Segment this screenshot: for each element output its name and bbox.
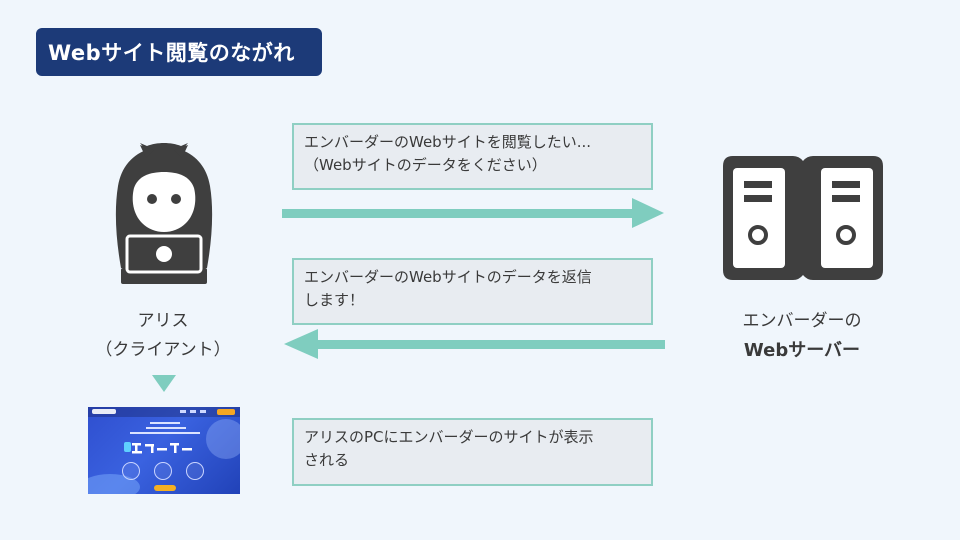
thumbnail-logo-mark — [124, 442, 131, 452]
thumbnail-nav-link — [180, 410, 186, 413]
page-title: Webサイト閲覧のながれ — [36, 28, 322, 76]
laptop-logo-dot — [156, 246, 172, 262]
server-label-line2: Webサーバー — [743, 340, 861, 361]
server-icon — [723, 156, 883, 280]
server-label-line1: エンバーダーの — [742, 311, 862, 331]
thumbnail-text-line — [130, 432, 200, 434]
thumbnail-planet-shape — [206, 419, 240, 459]
arrow-to-client — [284, 329, 665, 359]
thumbnail-badge — [122, 462, 140, 480]
client-label: アリス （クライアント） — [88, 307, 238, 365]
thumbnail-text-line — [146, 427, 186, 429]
request-message-box: エンバーダーのWebサイトを閲覧したい... （Webサイトのデータをください） — [292, 123, 653, 190]
thumbnail-text-line — [150, 422, 180, 424]
eye-left — [147, 194, 157, 204]
thumbnail-badge — [186, 462, 204, 480]
thumbnail-nav-button — [217, 409, 235, 415]
client-name: アリス — [137, 311, 189, 331]
thumbnail-badge — [154, 462, 172, 480]
client-role: （クライアント） — [95, 340, 231, 360]
thumbnail-nav-logo — [92, 409, 116, 414]
thumbnail-navbar — [88, 407, 240, 417]
eye-right — [171, 194, 181, 204]
face-shape — [132, 172, 196, 232]
thumbnail-nav-link — [200, 410, 206, 413]
thumbnail-cta-button — [154, 485, 176, 491]
thumbnail-logo-wordmark — [132, 443, 192, 454]
thumbnail-nav-link — [190, 410, 196, 413]
display-message-box: アリスのPCにエンバーダーのサイトが表示 される — [292, 418, 653, 486]
response-message-box: エンバーダーのWebサイトのデータを返信 します！ — [292, 258, 653, 325]
website-screenshot-thumbnail — [88, 407, 240, 494]
server-label: エンバーダーの Webサーバー — [716, 307, 888, 365]
arrow-down — [152, 375, 176, 392]
arrow-to-server — [282, 198, 664, 228]
